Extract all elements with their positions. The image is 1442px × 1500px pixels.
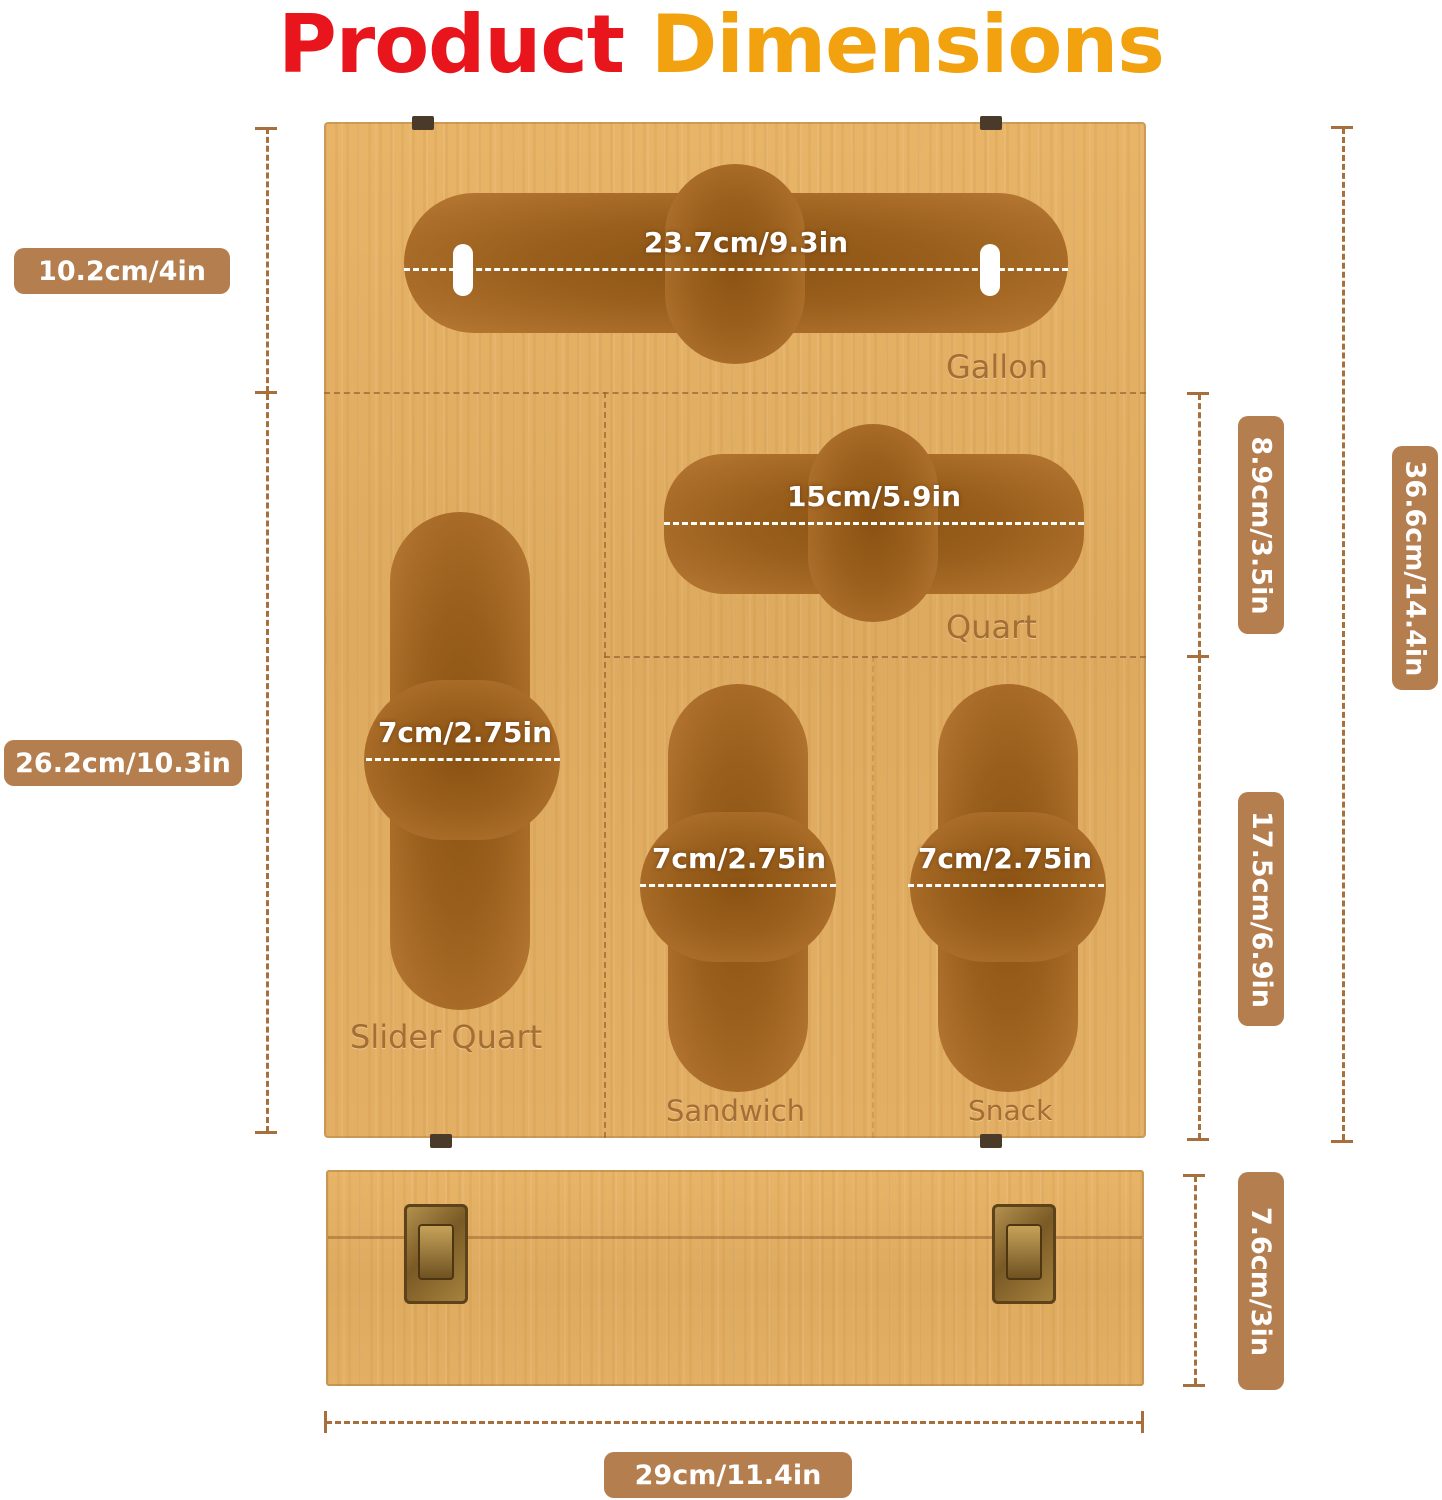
slider-quart-width-label: 7cm/2.75in: [377, 716, 553, 749]
tick: [1187, 1138, 1209, 1141]
tick: [1183, 1174, 1205, 1177]
hinge-top-left: [412, 116, 434, 130]
title-word-product: Product: [278, 0, 625, 91]
latch-left-icon: [404, 1204, 468, 1304]
tick: [255, 391, 277, 394]
gallon-width-label: 23.7cm/9.3in: [643, 226, 849, 259]
total-height-line: [1342, 128, 1345, 1140]
tick: [255, 127, 277, 130]
slider-quart-width-line: [366, 758, 560, 761]
quart-height-line: [1198, 394, 1201, 656]
snack-engraving: Snack: [968, 1094, 1053, 1127]
quart-engraving: Quart: [946, 608, 1037, 646]
quart-width-label: 15cm/5.9in: [786, 480, 962, 513]
total-height-label: 36.6cm/14.4in: [1392, 446, 1438, 690]
quart-panel-seam: [604, 656, 1146, 658]
tick: [1141, 1411, 1144, 1433]
snack-slot-bulge: [910, 812, 1106, 962]
tick: [1187, 392, 1209, 395]
lower-height-line: [266, 394, 269, 1132]
hinge-bottom-right: [980, 1134, 1002, 1148]
hinge-bottom-left: [430, 1134, 452, 1148]
total-width-line: [326, 1421, 1142, 1424]
lower-height-label: 26.2cm/10.3in: [4, 740, 242, 786]
gallon-width-line: [404, 268, 1068, 271]
box-lid-seam: [328, 1236, 1142, 1239]
gallon-slot-bump: [665, 164, 805, 364]
title-word-dimensions: Dimensions: [650, 0, 1165, 91]
gallon-engraving: Gallon: [946, 348, 1049, 386]
gallon-height-label: 10.2cm/4in: [14, 248, 230, 294]
tick: [1331, 1140, 1353, 1143]
slider-panel-seam: [604, 392, 606, 1138]
sandwich-slot-bulge: [640, 812, 836, 962]
tick: [1187, 655, 1209, 658]
gallon-height-line: [266, 128, 269, 392]
page-title: Product Dimensions: [0, 0, 1442, 90]
sandwich-width-label: 7cm/2.75in: [651, 842, 827, 875]
slider-quart-engraving: Slider Quart: [350, 1018, 543, 1056]
quart-width-line: [664, 522, 1084, 525]
snack-width-line: [908, 884, 1104, 887]
lower-right-height-line: [1198, 657, 1201, 1139]
gallon-panel-seam: [324, 392, 1146, 394]
tick: [255, 1131, 277, 1134]
tick: [324, 1411, 327, 1433]
box-height-line: [1194, 1176, 1197, 1384]
latch-right-icon: [992, 1204, 1056, 1304]
hinge-top-right: [980, 116, 1002, 130]
sandwich-snack-seam: [872, 656, 874, 1138]
quart-height-label: 8.9cm/3.5in: [1238, 416, 1284, 634]
sandwich-engraving: Sandwich: [666, 1094, 806, 1128]
tick: [1331, 126, 1353, 129]
total-width-label: 29cm/11.4in: [604, 1452, 852, 1498]
box-height-label: 7.6cm/3in: [1238, 1172, 1284, 1390]
sandwich-width-line: [640, 884, 836, 887]
tick: [1183, 1384, 1205, 1387]
snack-width-label: 7cm/2.75in: [917, 842, 1093, 875]
lower-right-height-label: 17.5cm/6.9in: [1238, 792, 1284, 1026]
